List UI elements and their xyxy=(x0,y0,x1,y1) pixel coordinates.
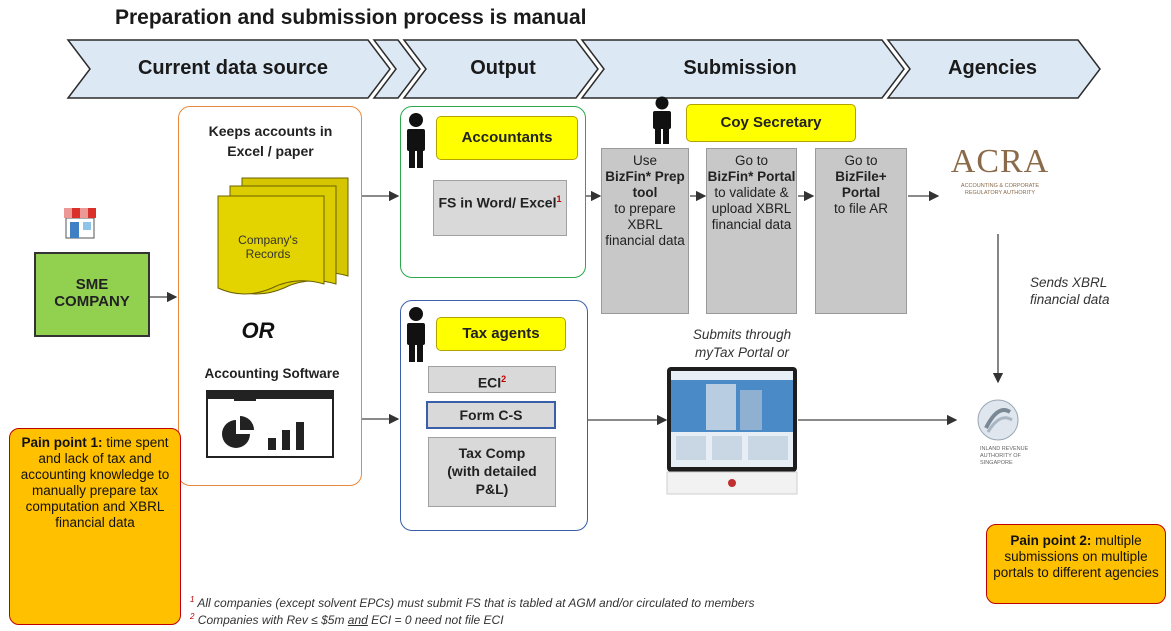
iras-logo xyxy=(977,399,1019,441)
submits-through-text: Submits through myTax Portal or xyxy=(692,327,792,360)
stage-chevrons xyxy=(66,39,1101,99)
pain1-title: Pain point 1: xyxy=(21,435,103,450)
acra-logo: ACRA xyxy=(950,143,1050,180)
form-cs-box: Form C-S xyxy=(426,401,556,429)
chevron-current-data-source xyxy=(66,39,391,99)
tax-agents-container xyxy=(400,300,588,531)
stage-label-output: Output xyxy=(470,57,536,79)
footnote-2-text-a: Companies with Rev ≤ $5m xyxy=(197,613,348,627)
acra-subtitle: ACCOUNTING & CORPORATE REGULATORY AUTHOR… xyxy=(960,183,1040,196)
keeps-accounts-text: Keeps accounts in Excel / paper xyxy=(208,123,333,159)
step1-line3: to prepare XBRL financial data xyxy=(605,201,685,248)
step3-line3: to file AR xyxy=(833,201,889,216)
records-stack-icon xyxy=(217,177,349,295)
footnote-2: 2 Companies with Rev ≤ $5m and ECI = 0 n… xyxy=(190,612,504,627)
pain2-text: multiple submissions on multiple portals… xyxy=(993,533,1159,580)
data-source-container xyxy=(178,106,362,486)
pain1-text: time spent and lack of tax and accountin… xyxy=(20,435,170,530)
stage-label-source: Current data source xyxy=(137,57,329,79)
accountants-label: Accountants xyxy=(436,116,578,160)
accountants-container xyxy=(400,106,586,278)
step-bizfin-portal: Go to BizFin* Portal to validate & uploa… xyxy=(706,148,797,314)
fs-box: FS in Word/ Excel1 xyxy=(433,180,567,236)
chevron-output xyxy=(402,39,599,99)
iras-subtitle: INLAND REVENUE AUTHORITY OF SINGAPORE xyxy=(980,446,1029,466)
dashboard-icon xyxy=(206,390,334,458)
computer-monitor-icon xyxy=(666,367,798,495)
step2-line3: to validate & upload XBRL financial data xyxy=(711,185,792,232)
pain-point-1: Pain point 1: time spent and lack of tax… xyxy=(9,428,181,625)
sme-line1: SME xyxy=(75,276,109,293)
footnote-2-num: 2 xyxy=(190,612,195,621)
footnote-1-text: All companies (except solvent EPCs) must… xyxy=(197,596,755,610)
chevron-submission xyxy=(580,39,905,99)
stage-label-submission: Submission xyxy=(683,57,797,79)
stage-label-agencies: Agencies xyxy=(948,57,1037,79)
footnote-2-and: and xyxy=(347,613,368,627)
accounting-software-label: Accounting Software xyxy=(204,366,340,381)
fs-text: FS in Word/ Excel xyxy=(438,194,557,211)
step3-line1: Go to xyxy=(844,153,878,168)
step1-line2: BizFin* Prep tool xyxy=(605,169,685,200)
step-bizfin-prep: Use BizFin* Prep tool to prepare XBRL fi… xyxy=(601,148,689,314)
shop-icon xyxy=(64,208,96,239)
pain-point-2: Pain point 2: multiple submissions on mu… xyxy=(986,524,1166,604)
person-icon xyxy=(653,96,671,144)
page-title: Preparation and submission process is ma… xyxy=(115,6,587,29)
person-icon xyxy=(407,113,425,168)
eci-text: ECI xyxy=(477,374,502,391)
footnote-2-text-b: ECI = 0 need not file ECI xyxy=(367,613,504,627)
tax-comp-box: Tax Comp (with detailed P&L) xyxy=(428,437,556,507)
eci-box: ECI2 xyxy=(428,366,556,393)
step2-line2: BizFin* Portal xyxy=(707,169,796,184)
eci-footnote-marker: 2 xyxy=(501,374,507,384)
sends-xbrl-text: Sends XBRL financial data xyxy=(1030,275,1110,307)
person-icon xyxy=(407,307,425,362)
records-label: Company's Records xyxy=(238,233,298,261)
step1-line1: Use xyxy=(632,153,657,168)
pain2-title: Pain point 2: xyxy=(1010,533,1092,548)
sme-line2: COMPANY xyxy=(54,293,130,310)
tax-agents-label: Tax agents xyxy=(436,317,566,351)
step-bizfile-portal: Go to BizFile+ Portal to file AR xyxy=(815,148,907,314)
coy-secretary-label: Coy Secretary xyxy=(686,104,856,142)
step2-line1: Go to xyxy=(734,153,769,168)
chevron-connector xyxy=(372,39,421,99)
or-text: OR xyxy=(241,318,275,343)
footnote-1: 1 All companies (except solvent EPCs) mu… xyxy=(190,595,754,610)
sme-company-box: SME COMPANY xyxy=(34,252,150,337)
step3-line2: BizFile+ Portal xyxy=(835,169,887,200)
footnote-1-num: 1 xyxy=(190,595,195,604)
chevron-agencies xyxy=(886,39,1101,99)
fs-footnote-marker: 1 xyxy=(556,194,562,204)
